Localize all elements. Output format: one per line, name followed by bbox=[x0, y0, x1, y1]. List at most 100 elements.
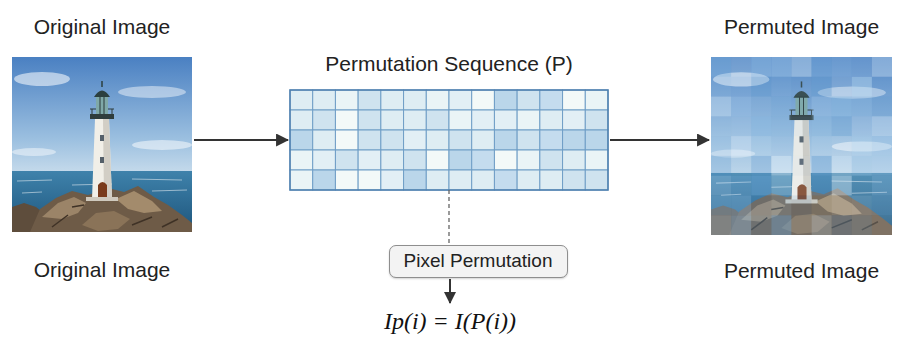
grid-cell bbox=[313, 110, 336, 130]
permuted-tile bbox=[852, 176, 872, 196]
original-image bbox=[12, 57, 192, 232]
image-heading: Original Image bbox=[34, 14, 171, 39]
grid-cell bbox=[563, 110, 586, 130]
flow-arrow bbox=[610, 139, 709, 141]
permuted-tile bbox=[751, 57, 771, 77]
permuted-tile bbox=[711, 156, 731, 176]
permuted-tile bbox=[812, 215, 832, 235]
permuted-tile bbox=[731, 136, 751, 156]
permuted-tile bbox=[832, 176, 852, 196]
grid-cell bbox=[426, 150, 449, 170]
output-arrow bbox=[449, 279, 451, 303]
grid-cell bbox=[563, 170, 586, 190]
grid-cell bbox=[517, 130, 540, 150]
permuted-tile bbox=[771, 136, 791, 156]
permuted-tile bbox=[771, 215, 791, 235]
grid-cell bbox=[426, 170, 449, 190]
image-heading: Permuted Image bbox=[724, 14, 879, 39]
grid-cell bbox=[358, 150, 381, 170]
permuted-tile bbox=[812, 136, 832, 156]
grid-cell bbox=[426, 90, 449, 110]
permuted-tile bbox=[711, 176, 731, 196]
permuted-tile bbox=[872, 97, 892, 117]
permuted-tile bbox=[731, 77, 751, 97]
grid-cell bbox=[381, 110, 404, 130]
dashed-connector bbox=[448, 190, 449, 245]
permuted-tile bbox=[711, 215, 731, 235]
grid-cell bbox=[313, 130, 336, 150]
grid-cell bbox=[358, 170, 381, 190]
permuted-tile bbox=[791, 116, 811, 136]
permuted-tile bbox=[872, 57, 892, 77]
grid-cell bbox=[540, 90, 563, 110]
permuted-tile bbox=[832, 97, 852, 117]
permuted-tile bbox=[852, 57, 872, 77]
sequence-grid: Permutation Sequence (P) bbox=[290, 90, 608, 190]
permuted-tile bbox=[731, 97, 751, 117]
permuted-tile bbox=[852, 136, 872, 156]
grid-cell bbox=[585, 150, 608, 170]
grid-cell bbox=[494, 130, 517, 150]
grid-cell bbox=[404, 130, 427, 150]
image-heading: Permutation Sequence (P) bbox=[325, 51, 572, 76]
permuted-tile bbox=[731, 156, 751, 176]
permuted-tile bbox=[872, 156, 892, 176]
permuted-tile bbox=[791, 215, 811, 235]
grid-cell bbox=[381, 90, 404, 110]
permuted-tile bbox=[751, 136, 771, 156]
permuted-tile bbox=[872, 195, 892, 215]
grid-cell bbox=[563, 90, 586, 110]
permuted-tile bbox=[812, 57, 832, 77]
permuted-tile bbox=[751, 176, 771, 196]
grid-cell bbox=[335, 110, 358, 130]
grid-cell bbox=[313, 150, 336, 170]
permuted-tile bbox=[812, 97, 832, 117]
grid-cell bbox=[540, 110, 563, 130]
grid-cell bbox=[381, 170, 404, 190]
grid-cell bbox=[449, 150, 472, 170]
grid-cell bbox=[585, 170, 608, 190]
grid-cell bbox=[472, 170, 495, 190]
permuted-tile bbox=[852, 156, 872, 176]
permuted-tile bbox=[731, 176, 751, 196]
grid-cell bbox=[335, 130, 358, 150]
grid-cell bbox=[313, 90, 336, 110]
permuted-tile bbox=[771, 57, 791, 77]
permuted-tile bbox=[791, 156, 811, 176]
grid-cell bbox=[472, 90, 495, 110]
grid-cell bbox=[585, 130, 608, 150]
permuted-tile bbox=[832, 77, 852, 97]
permuted-tile bbox=[771, 116, 791, 136]
permuted-tile bbox=[852, 97, 872, 117]
grid-cell bbox=[381, 130, 404, 150]
grid-outline bbox=[290, 90, 608, 190]
permuted-tile bbox=[751, 156, 771, 176]
grid-cell bbox=[585, 110, 608, 130]
permuted-tile bbox=[791, 77, 811, 97]
grid-cell bbox=[494, 110, 517, 130]
grid-cell bbox=[358, 110, 381, 130]
permuted-tile bbox=[711, 57, 731, 77]
grid-cell bbox=[290, 170, 313, 190]
permuted-tile bbox=[771, 97, 791, 117]
permuted-image bbox=[711, 57, 892, 235]
grid-cell bbox=[313, 170, 336, 190]
permuted-tile bbox=[872, 176, 892, 196]
permuted-tile bbox=[872, 215, 892, 235]
grid-cell bbox=[335, 150, 358, 170]
permuted-tile bbox=[731, 195, 751, 215]
flow-arrow bbox=[194, 139, 288, 141]
permuted-tile bbox=[852, 195, 872, 215]
permuted-tile bbox=[771, 156, 791, 176]
grid-cell bbox=[517, 110, 540, 130]
grid-cell bbox=[517, 170, 540, 190]
permuted-tile bbox=[832, 215, 852, 235]
grid-cell bbox=[517, 150, 540, 170]
grid-cell bbox=[563, 130, 586, 150]
grid-cell bbox=[449, 110, 472, 130]
image-frame: Original ImageOriginal Image bbox=[12, 57, 192, 232]
process-box: Pixel Permutation bbox=[389, 245, 568, 278]
grid-cell bbox=[494, 170, 517, 190]
permuted-tile bbox=[771, 195, 791, 215]
permuted-tile bbox=[771, 77, 791, 97]
